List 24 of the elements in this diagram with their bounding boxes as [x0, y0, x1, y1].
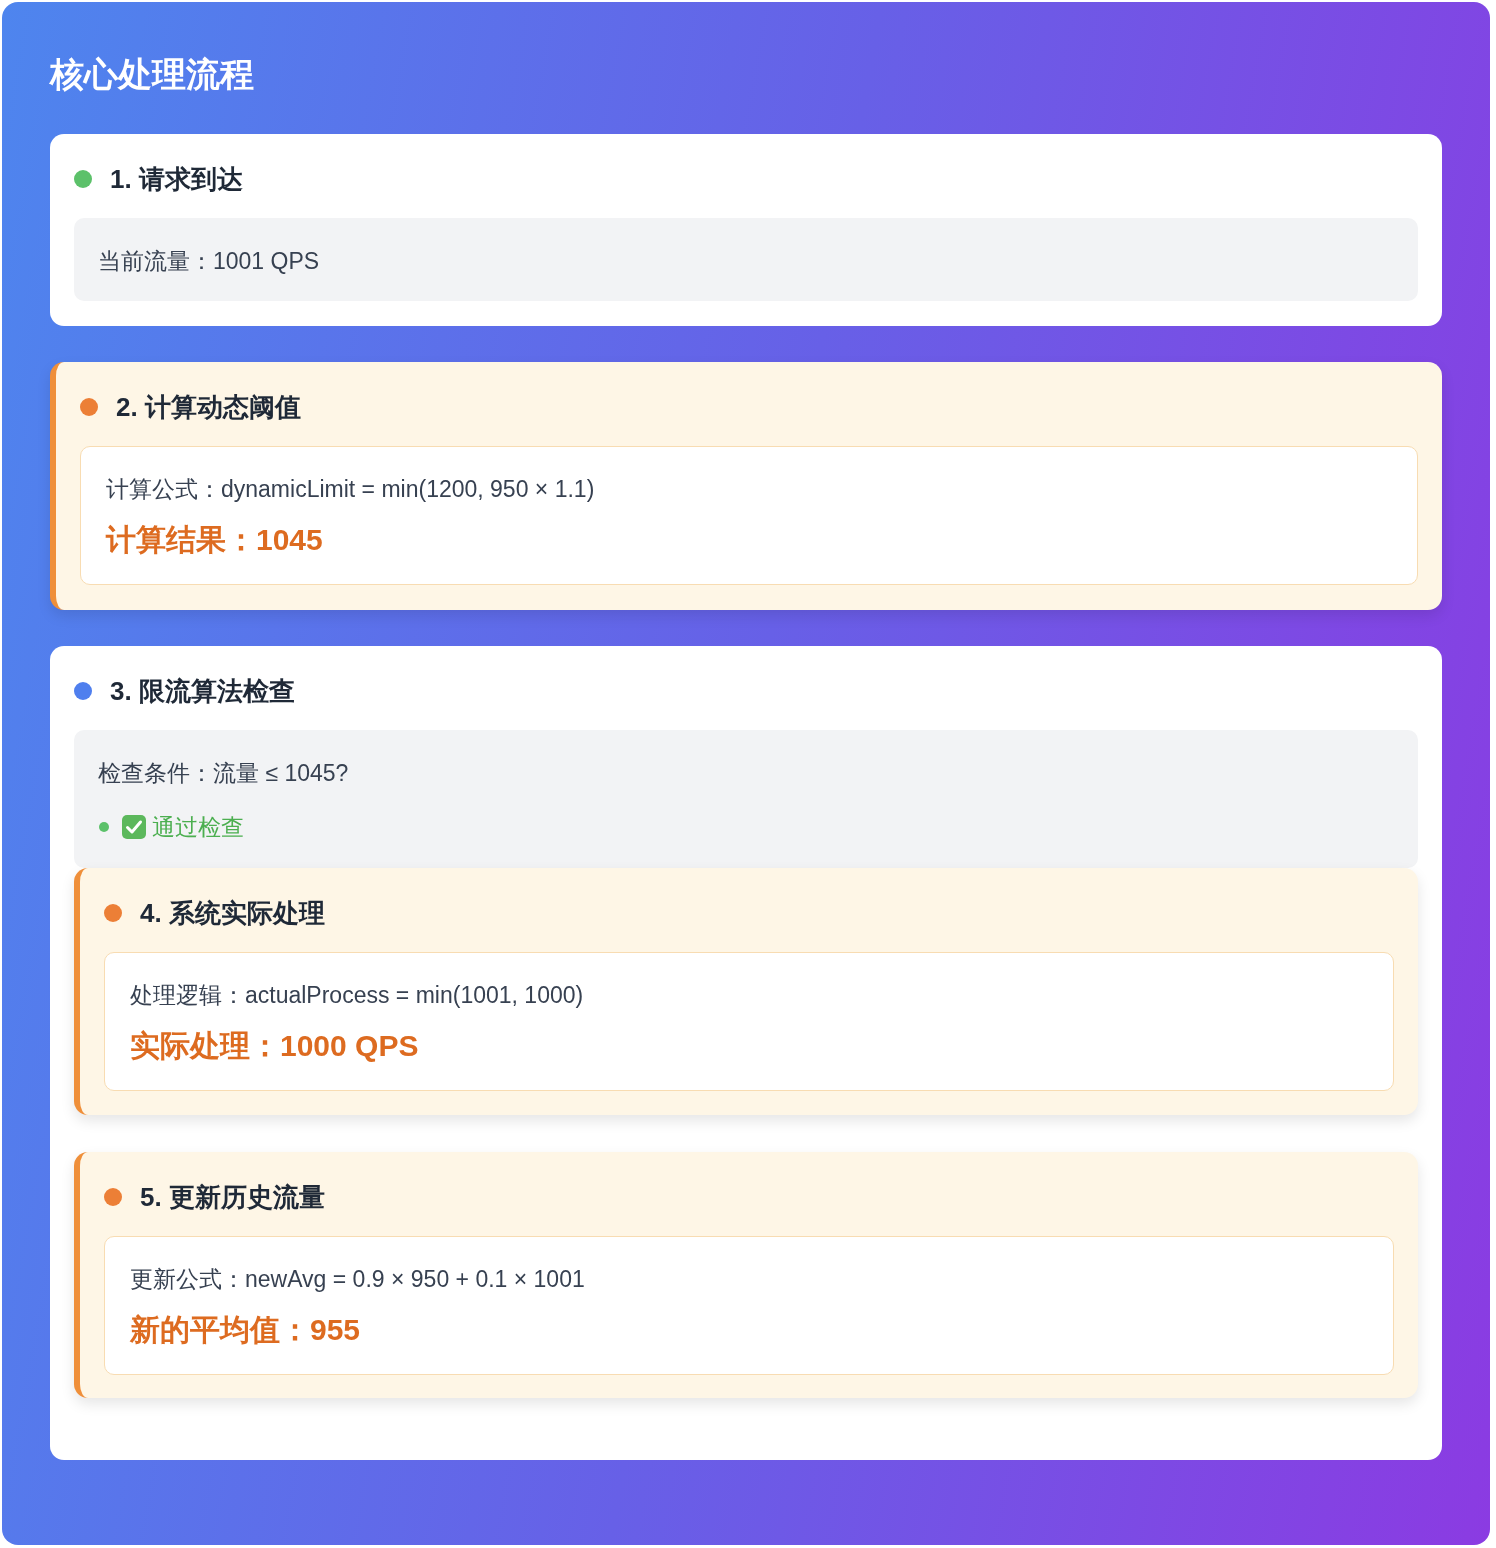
step-card: [50, 646, 1442, 1460]
panel-title: 核心处理流程: [50, 54, 254, 95]
step-heading: 2. 计算动态阈值: [116, 391, 301, 424]
step-heading: 1. 请求到达: [110, 163, 243, 196]
result-text: 实际处理：1000 QPS: [130, 1028, 419, 1064]
info-panel: [104, 952, 1394, 1091]
step-card: [74, 868, 1418, 1115]
detail-text: 检查条件：流量 ≤ 1045?: [98, 759, 349, 788]
detail-text: 计算公式：dynamicLimit = min(1200, 950 × 1.1): [106, 475, 595, 504]
status-text: 通过检查: [152, 813, 244, 842]
info-panel: [80, 446, 1418, 585]
step-card: [50, 134, 1442, 326]
result-text: 新的平均值：955: [130, 1312, 361, 1348]
detail-text: 更新公式：newAvg = 0.9 × 950 + 0.1 × 1001: [130, 1265, 585, 1294]
step-card: [74, 1152, 1418, 1398]
detail-text: 当前流量：1001 QPS: [98, 247, 320, 276]
info-panel: [104, 1236, 1394, 1375]
step-card: [50, 362, 1442, 610]
result-text: 计算结果：1045: [106, 522, 323, 558]
detail-text: 处理逻辑：actualProcess = min(1001, 1000): [130, 981, 584, 1010]
step-heading: 3. 限流算法检查: [110, 675, 295, 708]
info-panel: [74, 730, 1418, 868]
step-heading: 5. 更新历史流量: [140, 1181, 325, 1214]
step-heading: 4. 系统实际处理: [140, 897, 325, 930]
